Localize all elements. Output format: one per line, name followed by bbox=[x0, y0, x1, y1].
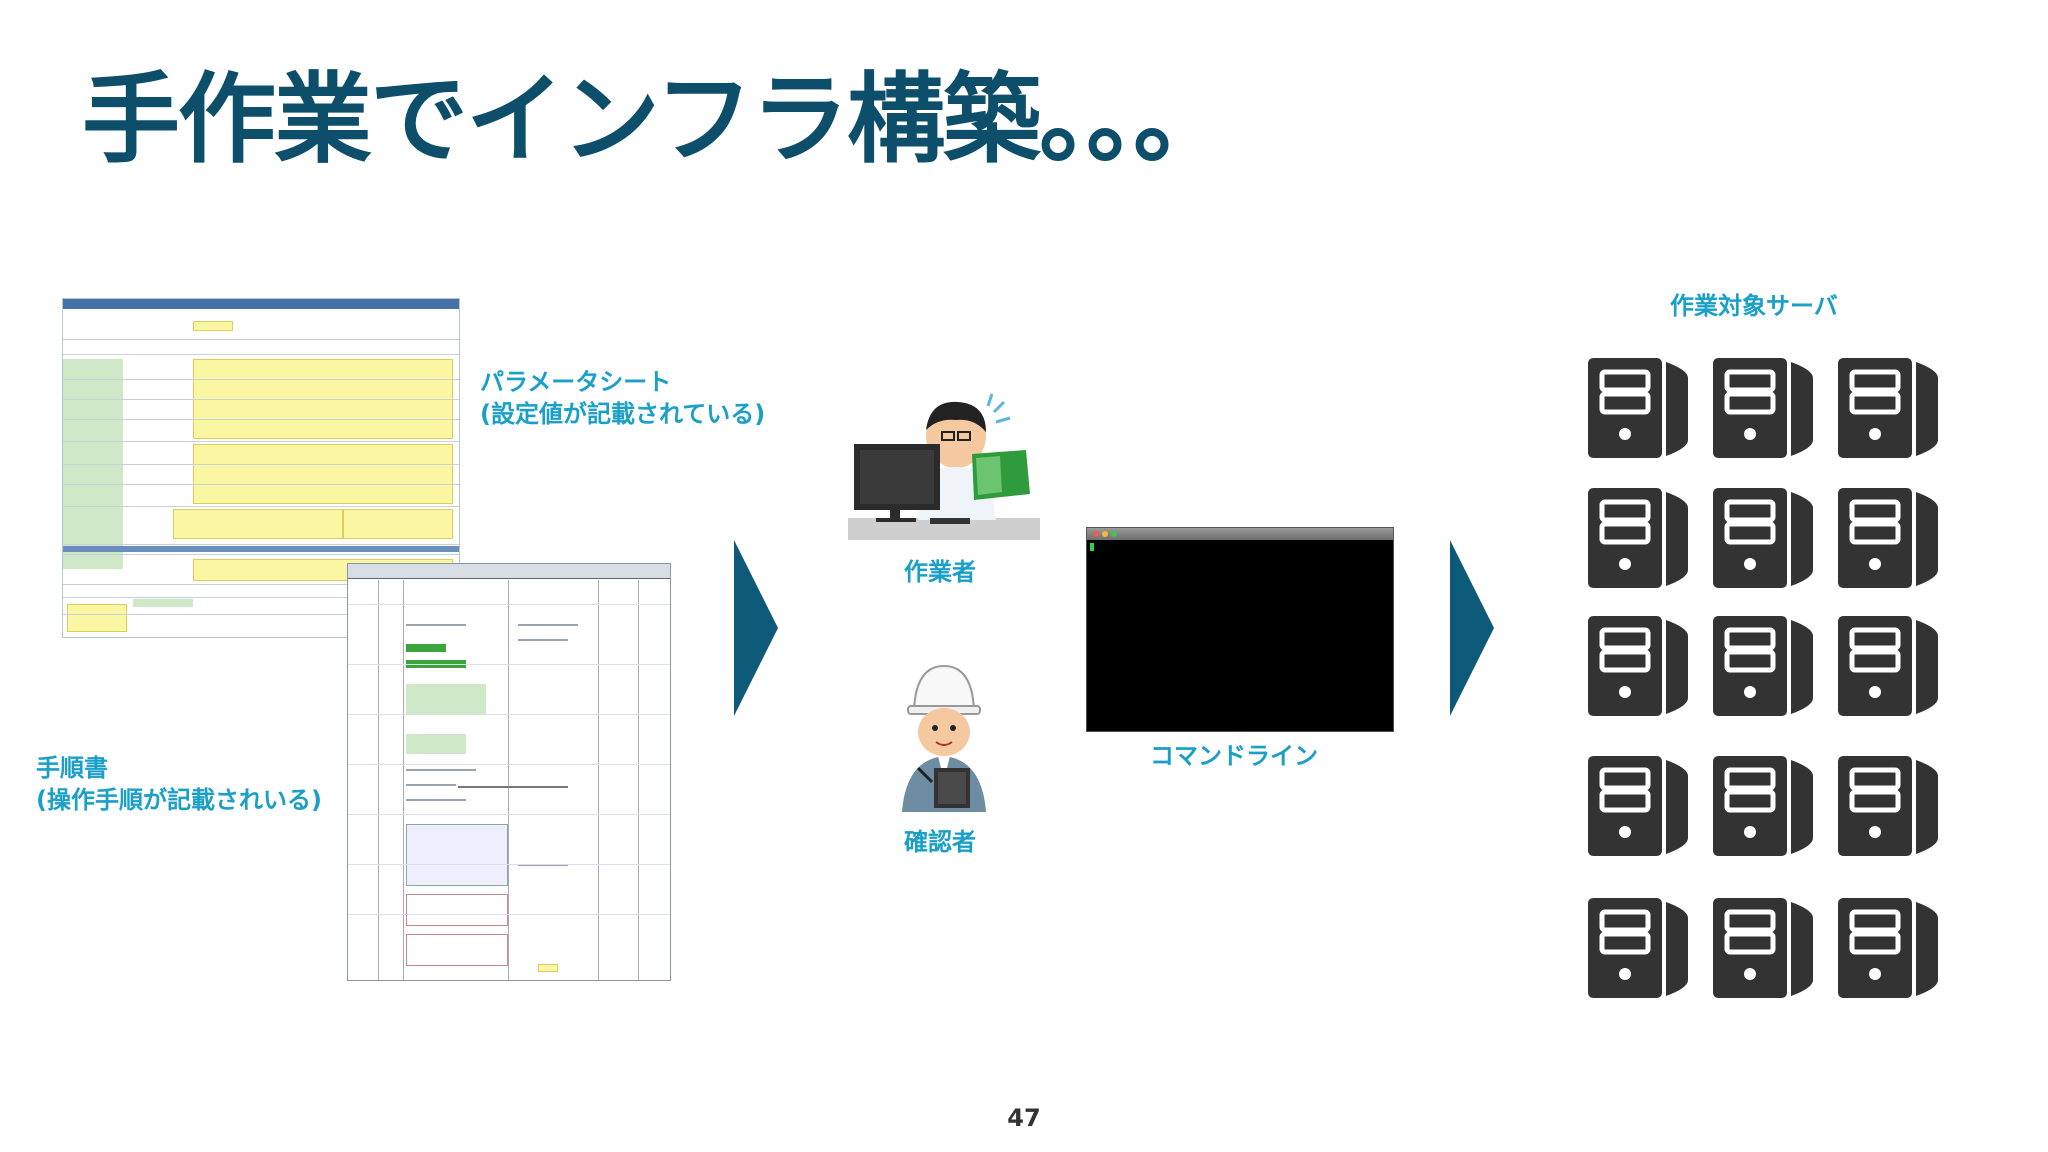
server-tower-icon bbox=[1711, 614, 1815, 718]
server-tower-icon bbox=[1586, 356, 1690, 460]
parameter-sheet-caption: パラメータシート (設定値が記載されている) bbox=[480, 366, 765, 430]
server-tower-icon bbox=[1586, 896, 1690, 1000]
command-line-label: コマンドライン bbox=[1150, 742, 1318, 770]
server-tower-icon bbox=[1836, 356, 1940, 460]
slide-title: 手作業でインフラ構築。。。 bbox=[82, 63, 1231, 177]
chevron-right-icon bbox=[1450, 540, 1494, 716]
parameter-sheet-caption-line2: (設定値が記載されている) bbox=[480, 400, 766, 428]
procedure-doc-caption-line1: 手順書 bbox=[36, 754, 108, 782]
server-tower-icon bbox=[1711, 486, 1815, 590]
procedure-doc-caption: 手順書 (操作手順が記載されいる) bbox=[36, 752, 322, 816]
server-tower-icon bbox=[1711, 896, 1815, 1000]
page-number: 47 bbox=[1007, 1104, 1041, 1132]
terminal-titlebar bbox=[1087, 528, 1393, 540]
server-tower-icon bbox=[1711, 754, 1815, 858]
server-tower-icon bbox=[1836, 896, 1940, 1000]
server-tower-icon bbox=[1586, 486, 1690, 590]
checker-label: 確認者 bbox=[904, 828, 976, 856]
server-tower-icon bbox=[1836, 754, 1940, 858]
checker-illustration bbox=[902, 664, 986, 812]
target-servers-label: 作業対象サーバ bbox=[1670, 292, 1838, 320]
terminal-window bbox=[1086, 527, 1394, 732]
terminal-prompt bbox=[1090, 543, 1094, 551]
operator-illustration bbox=[848, 393, 1040, 540]
server-tower-icon bbox=[1836, 614, 1940, 718]
operator-label: 作業者 bbox=[904, 558, 976, 586]
server-tower-icon bbox=[1836, 486, 1940, 590]
server-tower-icon bbox=[1586, 754, 1690, 858]
chevron-right-icon bbox=[734, 540, 778, 716]
server-tower-icon bbox=[1711, 356, 1815, 460]
procedure-doc-caption-line2: (操作手順が記載されいる) bbox=[36, 786, 322, 814]
server-tower-icon bbox=[1586, 614, 1690, 718]
parameter-sheet-caption-line1: パラメータシート bbox=[480, 368, 672, 396]
procedure-doc-image bbox=[347, 563, 671, 981]
